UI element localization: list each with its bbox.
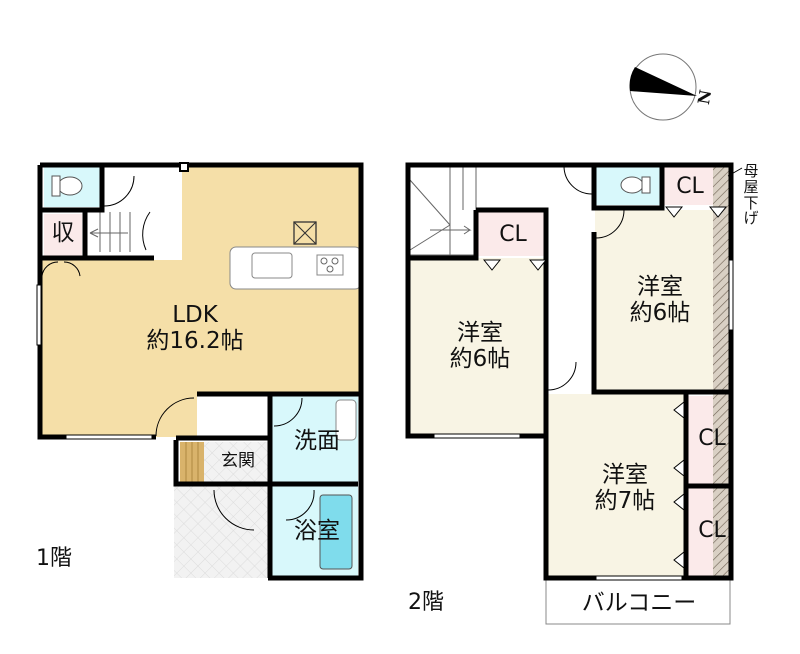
- ldk-size: 約16.2帖: [146, 328, 244, 355]
- roof-note-label: 母屋下げ: [743, 162, 759, 228]
- closet-2-label: CL: [676, 174, 704, 199]
- closet-1-label: CL: [499, 222, 527, 247]
- floor1-label: 1階: [36, 546, 72, 571]
- western-room-1-size: 約6帖: [449, 346, 511, 373]
- compass-icon: [629, 53, 697, 121]
- western-room-3-label: 洋室 約7帖: [575, 462, 675, 515]
- ldk-label: LDK 約16.2帖: [130, 302, 260, 355]
- western-room-2-size: 約6帖: [629, 300, 691, 327]
- floor1-plan: [36, 162, 364, 581]
- compass-north-label: N: [694, 88, 716, 106]
- balcony-label: バルコニー: [581, 590, 697, 616]
- floor2-label: 2階: [408, 590, 444, 615]
- western-room-2-label: 洋室 約6帖: [610, 274, 710, 327]
- ldk-name: LDK: [172, 302, 218, 328]
- closet-3-label: CL: [698, 426, 726, 451]
- bathroom-label: 浴室: [294, 518, 340, 544]
- western-room-1-label: 洋室 約6帖: [430, 320, 530, 373]
- storage-label: 収: [51, 220, 75, 246]
- floor2-plan: [405, 162, 743, 625]
- closet-4-label: CL: [698, 518, 726, 543]
- western-room-2-name: 洋室: [637, 274, 683, 300]
- western-room-3-size: 約7帖: [594, 488, 656, 515]
- washroom-label: 洗面: [294, 428, 340, 454]
- western-room-1-name: 洋室: [457, 320, 503, 346]
- western-room-3-name: 洋室: [602, 462, 648, 488]
- entrance-label: 玄関: [221, 451, 255, 471]
